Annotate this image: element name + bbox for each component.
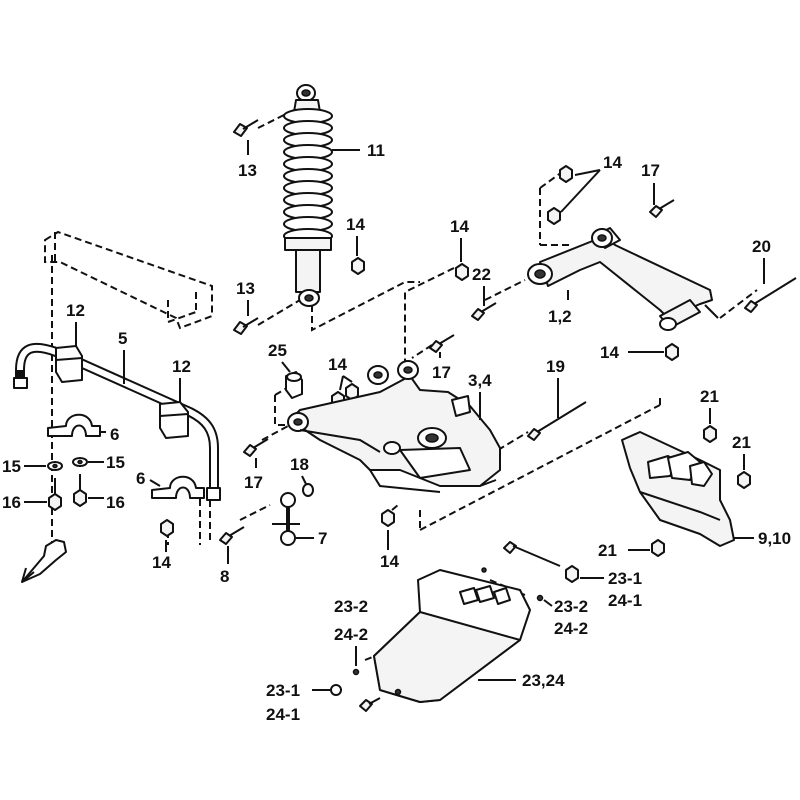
callout-23-1-left: 23-1	[266, 681, 300, 700]
coil-spring	[283, 108, 333, 244]
callout-24-2-left: 24-2	[334, 625, 368, 644]
callout-23-2-left: 23-2	[334, 597, 368, 616]
callout-14-bottom-center: 14	[380, 552, 399, 571]
washer-15-right[interactable]	[72, 457, 88, 467]
callout-24-1-right: 24-1	[608, 591, 642, 610]
callout-15-right: 15	[106, 453, 125, 472]
bolt-13-top[interactable]	[233, 119, 259, 137]
callout-18: 18	[290, 455, 309, 474]
washer-18[interactable]	[302, 483, 314, 497]
callout-13-bottom: 13	[236, 279, 255, 298]
callout-7: 7	[318, 529, 327, 548]
bolt-21-right[interactable]	[737, 471, 751, 489]
callout-17-mid: 17	[432, 363, 451, 382]
callout-21-right: 21	[732, 433, 751, 452]
callout-13-top: 13	[238, 161, 257, 180]
callout-3-4: 3,4	[468, 371, 492, 390]
callout-12-left: 12	[66, 301, 85, 320]
nut-14-arm-right[interactable]	[665, 343, 679, 361]
callout-14-shock: 14	[346, 215, 365, 234]
shock-absorber[interactable]	[283, 84, 333, 307]
bushing-25[interactable]	[285, 371, 303, 399]
bolt-17-left[interactable]	[243, 438, 269, 457]
callout-14-arm-pair: 14	[603, 153, 622, 172]
nut-14-bottom-left[interactable]	[160, 519, 174, 537]
bolt-21-bottom[interactable]	[651, 539, 665, 557]
callout-6-left: 6	[110, 425, 119, 444]
callout-5: 5	[118, 329, 127, 348]
callout-24-1-left: 24-1	[266, 705, 300, 724]
bushing-12-left[interactable]	[55, 345, 83, 383]
callout-14-center: 14	[328, 355, 347, 374]
bolt-16-left[interactable]	[48, 478, 62, 511]
callout-21-bottom: 21	[598, 541, 617, 560]
callout-19: 19	[546, 357, 565, 376]
bolt-17-mid[interactable]	[429, 334, 455, 353]
bolt-assembly-lower-left[interactable]	[330, 668, 402, 712]
callout-17-top: 17	[641, 161, 660, 180]
front-direction-arrow-icon	[21, 539, 67, 583]
bolt-19[interactable]	[527, 401, 587, 441]
clamp-6-right[interactable]	[151, 475, 205, 499]
bolt-13-bottom[interactable]	[233, 317, 259, 335]
lower-a-arm[interactable]	[287, 360, 501, 493]
callout-24-2-right: 24-2	[554, 619, 588, 638]
callout-15-left: 15	[2, 457, 21, 476]
washer-15-left[interactable]	[47, 461, 63, 471]
clamp-6-left[interactable]	[47, 413, 101, 437]
callout-22: 22	[472, 265, 491, 284]
callout-6-right: 6	[136, 469, 145, 488]
callout-12-right: 12	[172, 357, 191, 376]
bolt-20[interactable]	[744, 277, 797, 313]
callout-23-24: 23,24	[522, 671, 565, 690]
bushing-12-right[interactable]	[159, 401, 189, 439]
bolt-21-top[interactable]	[703, 425, 717, 443]
callout-14-top: 14	[450, 217, 469, 236]
nut-14-upper-arm[interactable]	[547, 165, 573, 225]
bolt-17-top[interactable]	[649, 199, 675, 218]
stabilizer-bar[interactable]	[13, 342, 221, 501]
skid-plate-23-24[interactable]	[373, 569, 531, 703]
callout-16-left: 16	[2, 493, 21, 512]
callout-11: 11	[367, 141, 385, 160]
callout-23-2-right: 23-2	[554, 597, 588, 616]
callout-8: 8	[220, 567, 229, 586]
callout-17-left: 17	[244, 473, 263, 492]
bolt-8[interactable]	[219, 526, 245, 545]
nut-14-top[interactable]	[455, 263, 469, 281]
nut-14-shock[interactable]	[351, 257, 365, 275]
nut-14-bottom-center[interactable]	[381, 509, 395, 527]
upper-a-arm[interactable]	[527, 227, 719, 331]
callout-25: 25	[268, 341, 287, 360]
stabilizer-link-7[interactable]	[272, 492, 300, 546]
callout-14-bottom-left: 14	[152, 553, 171, 572]
callout-21-top: 21	[700, 387, 719, 406]
callout-20: 20	[752, 237, 771, 256]
callout-23-1-right: 23-1	[608, 569, 642, 588]
skid-plate-9-10[interactable]	[621, 431, 735, 547]
callout-14-arm-right: 14	[600, 343, 619, 362]
bolt-16-right[interactable]	[73, 474, 87, 507]
bolt-assembly-upper-right[interactable]	[481, 541, 579, 602]
frame-bar-reference	[44, 230, 213, 330]
callout-9-10: 9,10	[758, 529, 791, 548]
callout-1-2: 1,2	[548, 307, 572, 326]
bolt-22[interactable]	[471, 302, 497, 321]
callout-16-right: 16	[106, 493, 125, 512]
